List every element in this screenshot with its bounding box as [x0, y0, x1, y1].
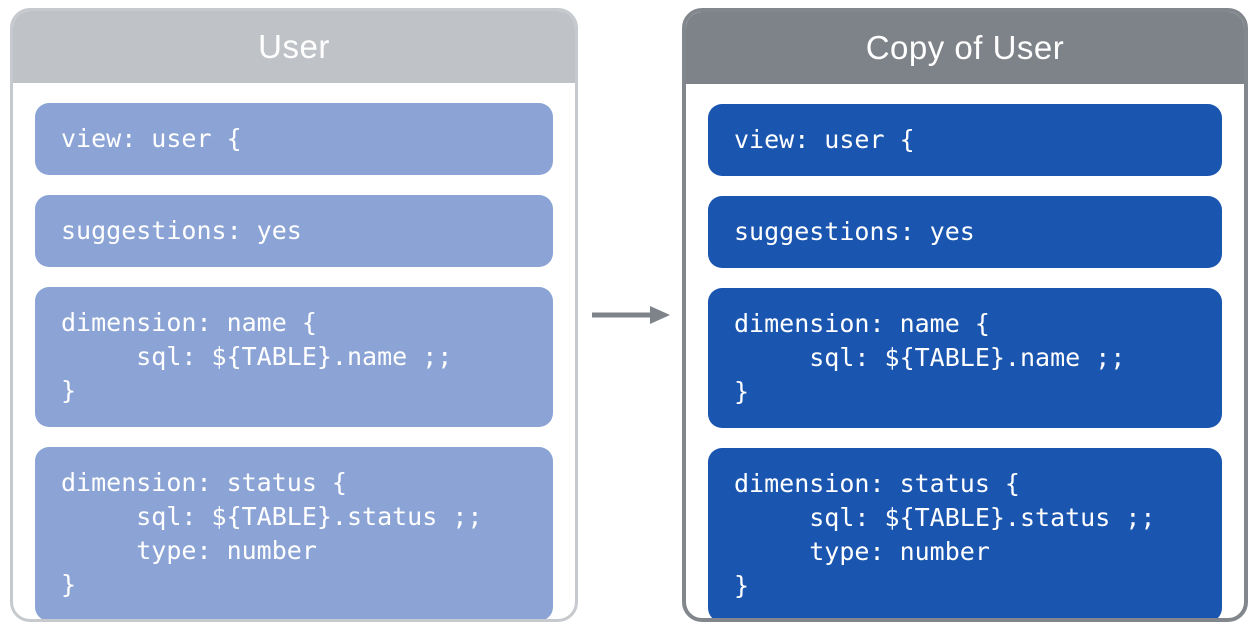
panel-user-body: view: user { suggestions: yes dimension:… — [13, 83, 575, 619]
code-block-dimension-status: dimension: status { sql: ${TABLE}.status… — [708, 448, 1222, 618]
code-block-dimension-name: dimension: name { sql: ${TABLE}.name ;; … — [35, 287, 553, 427]
panel-user-title: User — [258, 28, 330, 65]
code-block-dimension-name: dimension: name { sql: ${TABLE}.name ;; … — [708, 288, 1222, 428]
panel-user: User view: user { suggestions: yes dimen… — [10, 8, 578, 622]
arrow-right-icon — [592, 306, 670, 324]
code-block-view-user: view: user { — [35, 103, 553, 175]
panel-copy-of-user-header: Copy of User — [686, 12, 1244, 84]
panel-user-header: User — [13, 11, 575, 83]
panel-copy-of-user: Copy of User view: user { suggestions: y… — [682, 8, 1248, 622]
code-block-suggestions: suggestions: yes — [35, 195, 553, 267]
panel-copy-of-user-body: view: user { suggestions: yes dimension:… — [686, 84, 1244, 618]
panel-copy-of-user-title: Copy of User — [865, 29, 1065, 66]
code-block-view-user: view: user { — [708, 104, 1222, 176]
code-block-dimension-status: dimension: status { sql: ${TABLE}.status… — [35, 447, 553, 619]
code-block-suggestions: suggestions: yes — [708, 196, 1222, 268]
